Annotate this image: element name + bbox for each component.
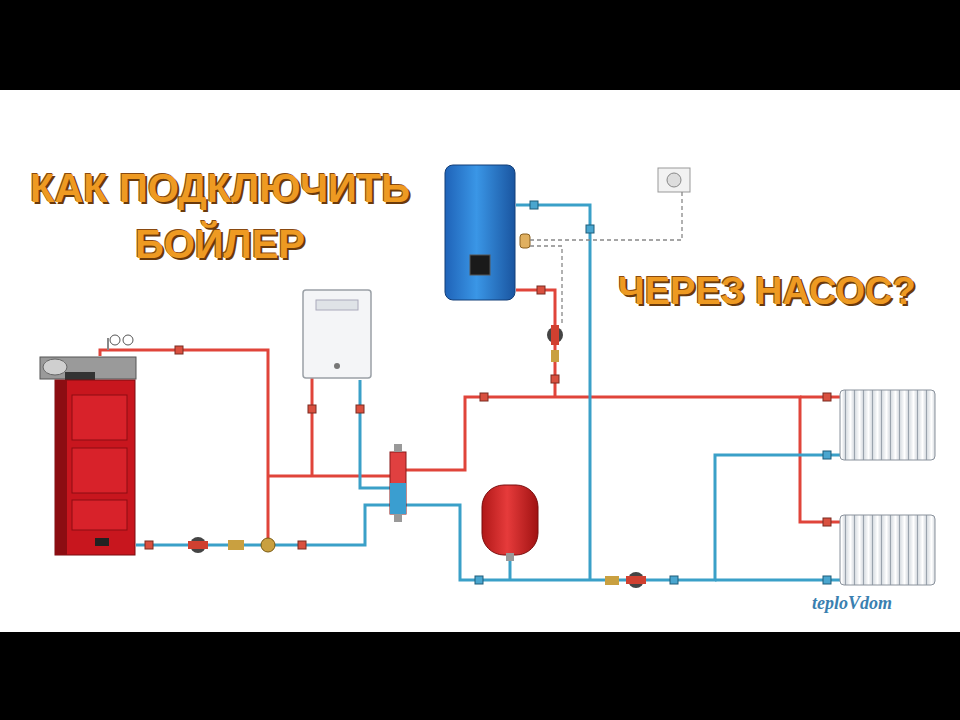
solid-fuel-boiler [40,335,136,555]
watermark-text: teploVdom [812,593,892,614]
subtitle-text: ЧЕРЕЗ НАСОС? [618,270,916,313]
supply-pipes [100,290,840,540]
expansion-tank [482,485,538,561]
top-bar [0,0,960,90]
bottom-bar [0,632,960,720]
hydraulic-separator [390,444,406,522]
heating-pump [605,572,646,588]
power-socket [658,168,690,192]
radiator [840,390,935,585]
electric-boiler [303,290,371,378]
hot-water-tank [445,165,530,300]
title-text: КАК ПОДКЛЮЧИТЬ БОЙЛЕР [10,160,430,272]
boiler-pump [188,537,275,553]
tank-pump [547,325,563,362]
return-valves [475,201,831,584]
